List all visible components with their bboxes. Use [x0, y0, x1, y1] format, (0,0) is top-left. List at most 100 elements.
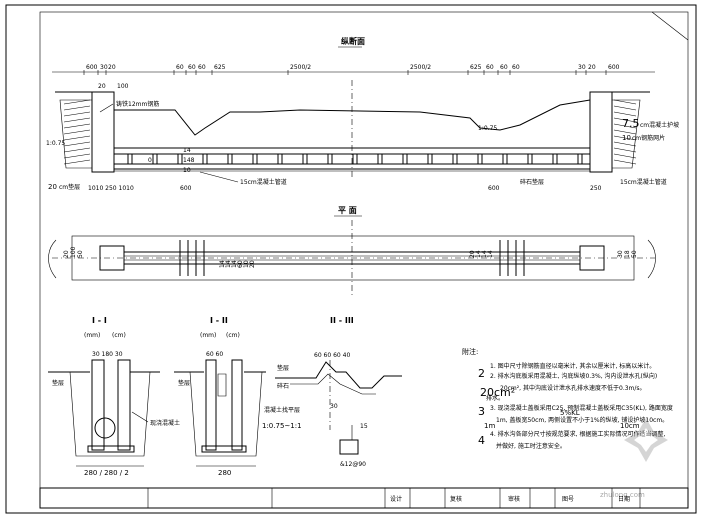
dim-250: 250 — [590, 185, 602, 192]
sec2-dims-top: 60 60 — [206, 351, 223, 358]
pipe-label-left: 15cm混凝土管道 — [240, 178, 287, 186]
plan-right-num-1: 14 — [475, 250, 482, 258]
plan-left-box — [99, 245, 125, 271]
v-14: 14 — [183, 147, 191, 154]
pipe-label-right: 15cm混凝土管道 — [620, 178, 667, 186]
plan-left-num-0: 14 — [219, 260, 226, 268]
note-num-2: 2 — [478, 367, 485, 380]
note-c25: 5%KL — [560, 409, 580, 417]
note-cm20: 20cm² — [480, 386, 515, 399]
sec3-lbl-a: 垫层 — [277, 364, 289, 372]
plan-right-num-0: 20 — [469, 250, 476, 258]
top-dim-10: 60 — [486, 64, 494, 71]
top-dim-11: 60 — [500, 64, 508, 71]
notes-block: 附注: 1. 图中尺寸除钢筋直径以毫米计, 其余以厘米计, 标高以米计。 2. 排… — [462, 347, 673, 450]
note-line-0: 1. 图中尺寸除钢筋直径以毫米计, 其余以厘米计, 标高以米计。 — [490, 362, 655, 370]
sec1-wall-right — [117, 359, 131, 451]
note-10-text: cm钢筋网片 — [632, 134, 665, 142]
plan-left-end — [48, 239, 57, 279]
sec2-wall-right — [231, 359, 243, 451]
grate-label: 铸铁12mm钢筋 — [116, 100, 159, 108]
sec1-bottom-dims: 280 / 280 / 2 — [84, 469, 129, 477]
note-line-4: 3. 现浇混凝土盖板采用C25, 预制混凝土盖板采用C35(KL), 路面宽度 — [490, 404, 673, 412]
outer-frame — [5, 4, 697, 514]
notes-heading: 附注: — [462, 347, 478, 356]
watermark-text: zhulong.com — [600, 491, 645, 499]
left-backfill — [59, 99, 93, 169]
top-dim-9: 625 — [470, 64, 482, 71]
sec3-profile — [275, 361, 402, 389]
plan-outline — [71, 235, 635, 281]
sec2-sub-a: (mm) — [200, 332, 216, 339]
bottom-dims-left: 1010 250 1010 — [88, 185, 134, 192]
sec1-sub-b: (cm) — [112, 332, 126, 339]
tb-cell-review: 复核 — [450, 495, 462, 503]
sec2-bottom-dims: 280 — [218, 469, 231, 477]
note-10-value: 10 — [622, 134, 631, 142]
watermark: zhulong.com — [600, 418, 668, 499]
top-dim-14: 20 — [588, 64, 596, 71]
title-block: 设计 复核 审核 图号 日期 — [39, 487, 689, 509]
top-dim-5: 60 — [198, 64, 206, 71]
sec3-ratio: 1:0.75~1:1 — [262, 422, 302, 430]
dim-600b: 600 — [488, 185, 500, 192]
notes-lines: 1. 图中尺寸除钢筋直径以毫米计, 其余以厘米计, 标高以米计。 2. 排水沟底板… — [486, 362, 673, 450]
plan-right-num-2: 14 — [481, 250, 488, 258]
v-0: 0 — [148, 157, 152, 164]
plan-title: 平 面 — [338, 206, 357, 215]
sec2-wall-left — [205, 359, 217, 451]
section-2-3: II - III 60 60 60 40 垫层 碎石 混凝土找平层 1:0.75… — [262, 316, 402, 468]
sec3-v30: 30 — [330, 403, 338, 410]
top-dim-3: 60 — [176, 64, 184, 71]
deck-posts — [127, 153, 583, 165]
sec3-detail-box — [339, 439, 359, 455]
v-148: 148 — [183, 157, 195, 164]
corner-mark — [651, 11, 689, 41]
ground-profile — [114, 99, 591, 136]
dim-100: 100 — [117, 83, 129, 90]
note-line-7: 并做好, 施工时注意安全。 — [496, 442, 566, 450]
section-1-1: I - I (mm) (cm) 30 180 30 垫层 现浇混凝土 280 /… — [48, 316, 180, 477]
plan-right-side-num-2: 50 — [631, 250, 638, 258]
plan-left-side-num-2: 50 — [77, 250, 84, 258]
tb-cell-drawing-no: 图号 — [562, 496, 574, 503]
v-10: 10 — [183, 167, 191, 174]
sec3-v15: 15 — [360, 423, 368, 430]
note-line-2: 20cm², 其中沟底设计泄水孔排水速度不低于0.3m/s。 — [500, 384, 646, 392]
plan-right-num-3: 14 — [487, 250, 494, 258]
left-wall — [91, 91, 115, 173]
sec1-lbl-left: 垫层 — [52, 379, 64, 387]
sec1-title: I - I — [92, 316, 107, 325]
sec1-dims-top: 30 180 30 — [92, 351, 123, 358]
top-dim-15: 600 — [608, 64, 620, 71]
sec3-title: II - III — [330, 316, 354, 325]
tb-cell-design: 设计 — [390, 495, 402, 503]
top-dim-1: 30 — [100, 64, 108, 71]
sec1-trench — [69, 371, 151, 457]
plan-right-box — [579, 245, 605, 271]
note-num-4: 4 — [478, 434, 485, 447]
slope-label-right: 1:0.75 — [478, 125, 497, 132]
sec2-title: I - II — [210, 316, 228, 325]
sec2-sub-b: (cm) — [226, 332, 240, 339]
plan-left-side-num-0: 20 — [63, 250, 70, 258]
plan-left-num-2: 14 — [231, 260, 238, 268]
note-line-1: 2. 排水沟底板采用混凝土, 沟底纵坡0.3%, 沟内设泄水孔(纵向) — [490, 372, 657, 380]
note-num-3: 3 — [478, 405, 485, 418]
plan-right-side-num-0: 30 — [617, 250, 624, 258]
right-backfill — [611, 99, 641, 169]
longitudinal-title: 纵断面 — [341, 36, 365, 46]
dim-20: 20 — [98, 83, 106, 90]
top-dim-12: 60 — [512, 64, 520, 71]
sec1-wall-left — [91, 359, 105, 451]
sec3-rebar: &12@90 — [340, 461, 366, 468]
note-75-value: 7.5 — [622, 117, 640, 130]
